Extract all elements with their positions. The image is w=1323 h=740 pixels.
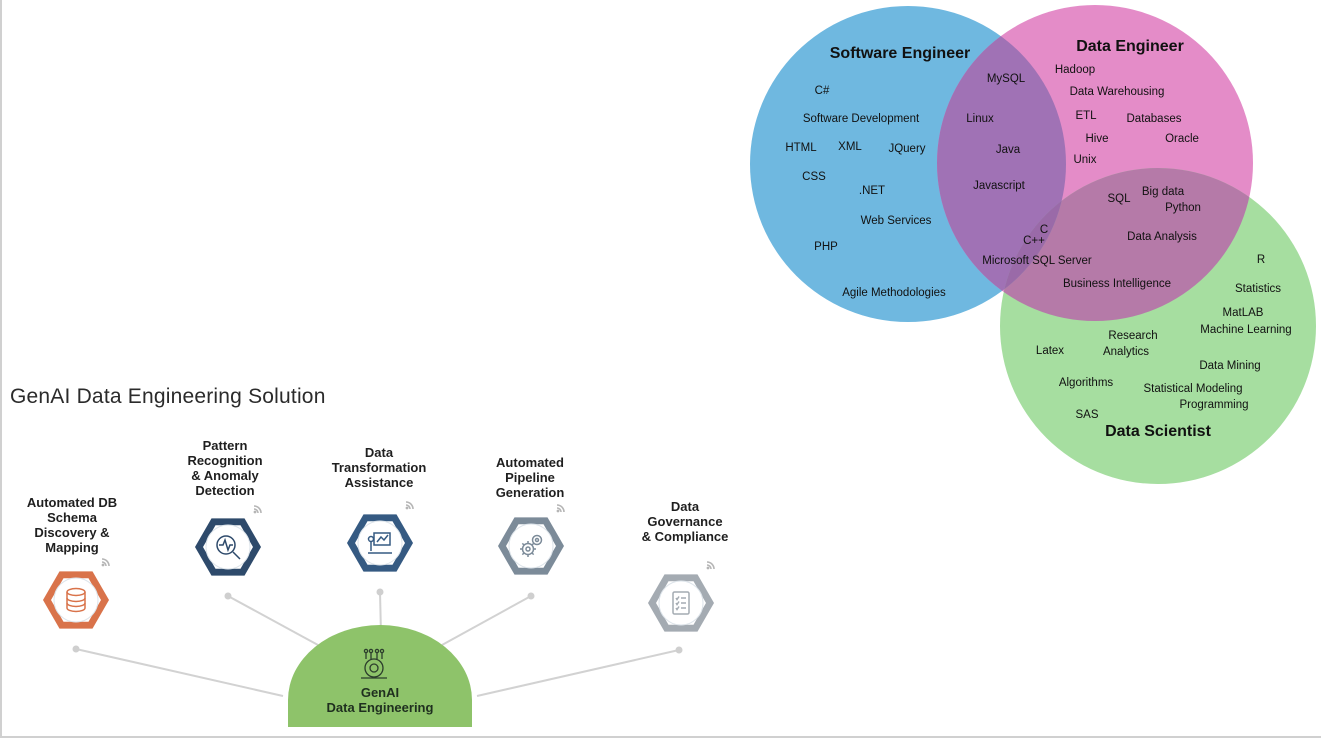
venn-term: C bbox=[1040, 224, 1048, 236]
venn-term: Latex bbox=[1036, 345, 1064, 357]
solution-title: GenAI Data Engineering Solution bbox=[10, 385, 326, 408]
venn-term: Agile Methodologies bbox=[842, 287, 946, 299]
checklist-icon bbox=[672, 591, 690, 615]
solution-node bbox=[195, 505, 262, 576]
solution-node bbox=[347, 501, 414, 572]
overlap-se-de bbox=[937, 6, 1066, 321]
connector-dot bbox=[72, 645, 80, 653]
venn-term: Research bbox=[1108, 330, 1157, 342]
ai-brain-icon bbox=[361, 648, 387, 679]
connector-dot bbox=[376, 588, 384, 596]
connector-line bbox=[476, 649, 680, 697]
venn-term: C++ bbox=[1023, 235, 1045, 247]
venn-term: Machine Learning bbox=[1200, 324, 1291, 336]
connector-line bbox=[227, 595, 319, 646]
node-label-db-schema: Automated DB Schema Discovery & Mapping bbox=[26, 495, 118, 555]
venn-term: Web Services bbox=[861, 215, 932, 227]
database-icon bbox=[66, 587, 86, 613]
venn-term: SQL bbox=[1107, 193, 1131, 205]
connector-line bbox=[441, 595, 532, 646]
venn-term: Unix bbox=[1073, 154, 1096, 166]
center-dome bbox=[288, 625, 472, 727]
venn-term: Analytics bbox=[1103, 346, 1149, 358]
venn-term: Business Intelligence bbox=[1063, 278, 1171, 290]
venn-term: XML bbox=[838, 141, 862, 153]
center-label: GenAI Data Engineering bbox=[326, 685, 434, 715]
venn-term: Java bbox=[996, 144, 1021, 156]
venn-term: MySQL bbox=[987, 73, 1026, 85]
venn-term: Statistics bbox=[1235, 283, 1281, 295]
node-label-data-transformation: Data Transformation Assistance bbox=[331, 445, 427, 490]
venn-term: Python bbox=[1165, 202, 1201, 214]
magnifier-chart-icon bbox=[216, 535, 241, 560]
venn-term: C# bbox=[815, 85, 830, 97]
connector-line bbox=[75, 648, 284, 697]
venn-term: Databases bbox=[1127, 113, 1182, 125]
connector-dot bbox=[675, 646, 683, 654]
connector-dot bbox=[527, 592, 535, 600]
venn-term: Javascript bbox=[973, 180, 1026, 192]
gears-icon bbox=[520, 534, 543, 557]
venn-term: Data Warehousing bbox=[1070, 86, 1165, 98]
venn-term: ETL bbox=[1075, 110, 1097, 122]
data-engineer-title: Data Engineer bbox=[1076, 38, 1184, 55]
venn-term: Big data bbox=[1142, 186, 1185, 198]
venn-term: Algorithms bbox=[1059, 377, 1114, 389]
venn-term: SAS bbox=[1075, 409, 1098, 421]
venn-term: Data Analysis bbox=[1127, 231, 1197, 243]
data-scientist-title: Data Scientist bbox=[1105, 423, 1211, 440]
solution-node bbox=[498, 504, 565, 575]
venn-term: Oracle bbox=[1165, 133, 1199, 145]
venn-term: R bbox=[1257, 254, 1265, 266]
venn-term: .NET bbox=[859, 185, 885, 197]
software-engineer-title: Software Engineer bbox=[830, 45, 970, 62]
node-label-pipeline-generation: Automated Pipeline Generation bbox=[495, 455, 565, 500]
venn-term: CSS bbox=[802, 171, 826, 183]
solution-node bbox=[648, 561, 715, 632]
venn-term: Statistical Modeling bbox=[1143, 383, 1242, 395]
solution-node bbox=[43, 558, 110, 629]
venn-term: Programming bbox=[1179, 399, 1248, 411]
node-label-pattern-recognition: Pattern Recognition & Anomaly Detection bbox=[187, 438, 263, 498]
venn-term: Hive bbox=[1085, 133, 1108, 145]
venn-term: Linux bbox=[966, 113, 994, 125]
venn-term: JQuery bbox=[888, 143, 925, 155]
venn-term: HTML bbox=[785, 142, 817, 154]
venn-term: PHP bbox=[814, 241, 838, 253]
venn-term: Microsoft SQL Server bbox=[982, 255, 1092, 267]
venn-term: Software Development bbox=[803, 113, 920, 125]
connector-dot bbox=[224, 592, 232, 600]
presentation-icon bbox=[367, 532, 392, 554]
venn-term: MatLAB bbox=[1223, 307, 1264, 319]
venn-term: Data Mining bbox=[1199, 360, 1260, 372]
venn-term: Hadoop bbox=[1055, 64, 1095, 76]
node-label-data-governance: Data Governance & Compliance bbox=[641, 499, 729, 544]
